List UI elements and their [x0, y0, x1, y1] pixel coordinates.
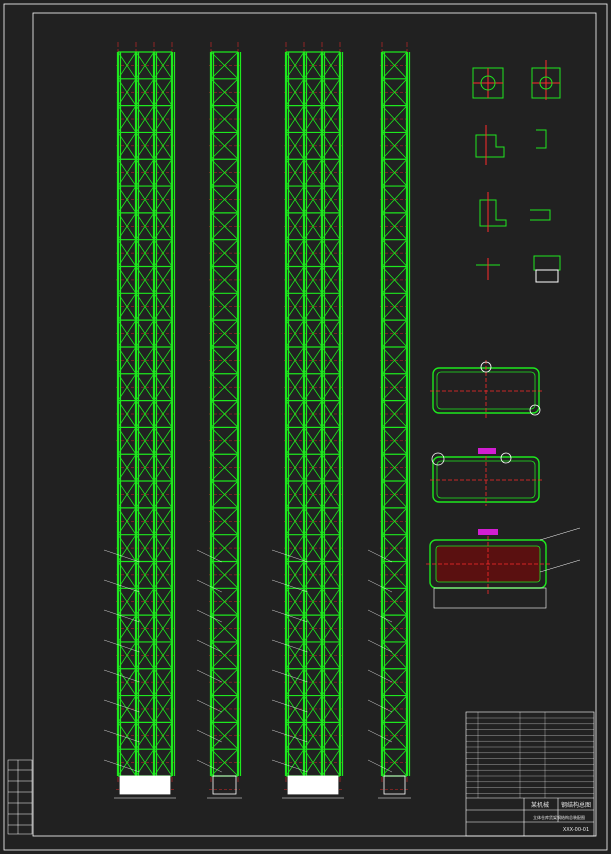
section-details [472, 60, 561, 283]
sheet-inner-border [32, 12, 597, 837]
binding-strip-table [7, 759, 33, 835]
section-detail-1 [472, 67, 504, 99]
title-drawing-no: 钢结构总图 [561, 801, 591, 809]
section-detail-2 [531, 60, 561, 100]
title-company: 某机械 [531, 801, 549, 809]
rack-elevation-views [103, 42, 411, 799]
plan-view-2 [430, 448, 542, 506]
title-block [465, 711, 595, 837]
tower-elevation-1 [103, 42, 176, 799]
tower-elevation-4 [367, 42, 411, 799]
sheet-outer-border [3, 3, 608, 851]
tower-elevation-3 [271, 42, 344, 799]
title-drawing-code: XXX-00-01 [563, 827, 589, 833]
title-drawing-name: 立体仓库货架钢结构总装配图 [533, 814, 585, 820]
plan-view-1 [430, 360, 542, 418]
section-detail-5 [476, 255, 561, 283]
plan-view-3 [426, 527, 581, 609]
tower-elevation-2 [196, 42, 242, 799]
plan-views [426, 360, 581, 609]
section-detail-3 [475, 125, 547, 165]
section-detail-4 [479, 192, 551, 232]
